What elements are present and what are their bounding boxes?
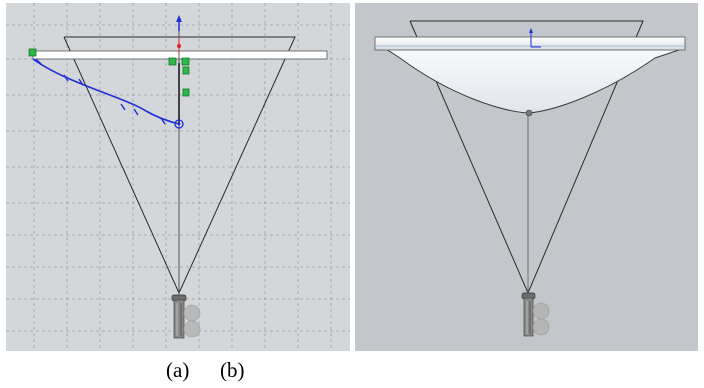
mirror-plate[interactable] — [32, 50, 328, 60]
shaded-model-panel[interactable] — [355, 3, 698, 351]
caption-a: (a) — [166, 358, 190, 382]
reflector-profile-curve[interactable] — [32, 58, 180, 125]
origin-triad-icon — [529, 28, 541, 48]
origin-axis-icon — [176, 15, 182, 53]
model-canvas[interactable] — [355, 3, 698, 351]
reflector-rim[interactable] — [374, 36, 686, 51]
projection-cone-lines[interactable] — [409, 20, 644, 295]
focal-point — [525, 109, 533, 117]
spline-endpoint-dot — [177, 122, 181, 126]
caption-b: (b) — [220, 358, 245, 382]
reflector-dish[interactable] — [384, 48, 683, 114]
spline-point-markers[interactable] — [35, 58, 166, 125]
relation-marker-icon[interactable] — [28, 48, 190, 97]
spline-endpoint[interactable] — [174, 119, 184, 129]
sketch-view-panel[interactable] — [6, 3, 350, 351]
projector-icon[interactable] — [171, 294, 201, 339]
projector-icon[interactable] — [521, 292, 550, 337]
sketch-canvas[interactable] — [6, 3, 350, 351]
